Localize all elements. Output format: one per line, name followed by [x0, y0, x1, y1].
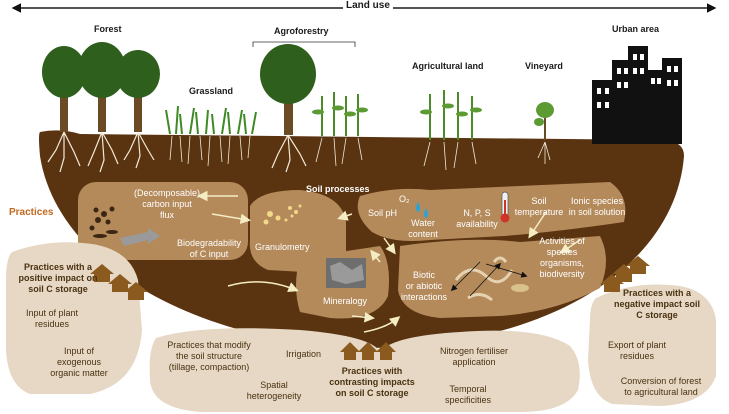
negative-practices-box: [588, 284, 716, 406]
contrasting-practices-title: Practices with contrasting impacts on so…: [329, 366, 415, 398]
contrasting-item-spatial: Spatial heterogeneity: [246, 380, 302, 401]
agricultural-label: Agricultural land: [412, 61, 484, 71]
soil-flow-arrows: [197, 190, 581, 333]
decomposition-arrow-icon: [120, 228, 160, 246]
activities-label: Activities of species organisms, biodive…: [539, 236, 585, 279]
vineyard-label: Vineyard: [525, 61, 563, 71]
carbon-particles-icon: [89, 206, 118, 238]
mineralogy-label: Mineralogy: [323, 296, 368, 306]
contrasting-item-temporal: Temporal specificities: [444, 384, 491, 405]
positive-practices-title: Practices with a positive impact on soil…: [18, 262, 98, 294]
negative-item-forest-conversion: Conversion of forest to agricultural lan…: [620, 376, 702, 397]
o2-label: O₂: [399, 194, 410, 204]
granulometry-particles-icon: [263, 204, 302, 225]
thermometer-icon: [500, 191, 510, 223]
contrasting-item-soil-structure: Practices that modify the soil structure…: [167, 340, 251, 372]
soil-processes-title: Soil processes: [306, 184, 370, 194]
contrasting-item-irrigation: Irrigation: [286, 349, 322, 359]
biodegradability-label: Biodegradability of C input: [176, 238, 242, 259]
urban-windows: [597, 54, 678, 108]
negative-item-export-residues: Export of plant residues: [607, 340, 667, 361]
positive-practice-arrows: [90, 264, 148, 300]
vineyard-vine: [534, 102, 554, 164]
negative-practices-title: Practices with a negative impact soil C …: [613, 288, 701, 320]
physicochemical-box: [357, 182, 626, 241]
negative-practice-arrows: [600, 256, 650, 292]
grassland-grass: [165, 105, 257, 135]
water-drops-icon: [416, 202, 428, 218]
nps-availability-label: N, P, S availability: [456, 208, 498, 229]
grassland-roots: [169, 135, 251, 167]
urban-buildings: [592, 46, 682, 144]
crop-plants: [321, 90, 473, 140]
positive-item-exogenous-om: Input of exogenous organic matter: [50, 346, 108, 378]
soil-ph-label: Soil pH: [368, 208, 398, 218]
contrasting-item-nitrogen: Nitrogen fertiliser application: [439, 346, 509, 367]
forest-trees: [42, 42, 160, 132]
urban-label: Urban area: [612, 24, 660, 34]
practices-title: Practices: [9, 207, 54, 218]
soil-organisms-icon: [454, 256, 529, 302]
contrasting-practices-box: [149, 328, 580, 412]
forest-label: Forest: [94, 24, 122, 34]
grassland-label: Grassland: [189, 86, 234, 96]
crop-roots: [315, 137, 477, 171]
agroforestry-bracket: [252, 41, 356, 47]
interaction-arrows-icon: [450, 261, 528, 297]
water-content-label: Water content: [408, 218, 438, 239]
interactions-label: Biotic or abiotic interactions: [400, 270, 448, 302]
carbon-input-box: [78, 182, 248, 260]
interactions-box: [398, 236, 606, 318]
agroforestry-tree: [260, 44, 316, 135]
forest-roots: [47, 131, 155, 173]
positive-item-plant-residues: Input of plant residues: [25, 308, 79, 329]
soil-temperature-label: Soil temperature: [514, 196, 564, 217]
granulometry-label: Granulometry: [255, 242, 310, 252]
ionic-species-label: Ionic species in soil solution: [568, 196, 626, 217]
contrasting-practice-arrows: [340, 342, 396, 360]
granulometry-box: [249, 190, 346, 273]
agroforestry-roots: [271, 134, 307, 173]
agroforestry-label: Agroforestry: [274, 26, 329, 36]
carbon-input-label: (Decomposable) carbon input flux: [133, 188, 201, 220]
crop-leaves: [312, 103, 482, 117]
land-use-title: Land use: [343, 0, 393, 11]
